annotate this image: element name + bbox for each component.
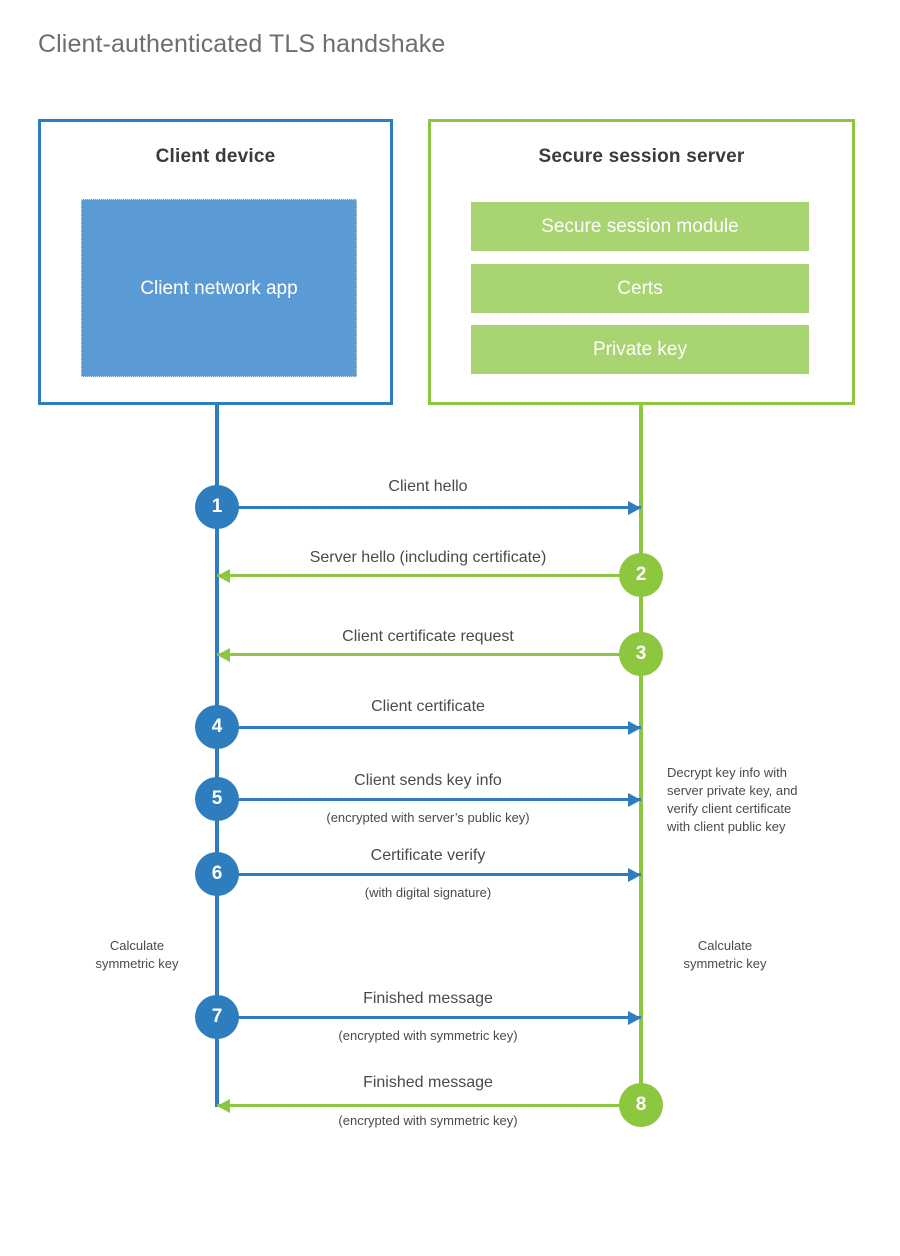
message-2-arrowhead: [217, 569, 230, 583]
actor-box-client-device: Client device Client network app: [38, 119, 393, 405]
page-title: Client-authenticated TLS handshake: [38, 30, 446, 58]
actor-box-secure-session-server: Secure session server Secure session mod…: [428, 119, 855, 405]
message-4-label: Client certificate: [371, 698, 485, 715]
note-server-calculate-symmetric-key: Calculate symmetric key: [683, 938, 767, 971]
step-circle-8[interactable]: 8: [619, 1083, 663, 1127]
message-5-arrowhead: [628, 793, 641, 807]
message-6-label: Certificate verify: [370, 847, 486, 864]
step-circle-2[interactable]: 2: [619, 553, 663, 597]
message-3-label: Client certificate request: [342, 628, 514, 645]
message-8-sublabel: (encrypted with symmetric key): [338, 1113, 518, 1128]
message-3-line: [217, 653, 641, 656]
message-3-arrowhead: [217, 648, 230, 662]
message-1-arrowhead: [628, 501, 641, 515]
message-8-arrowhead: [217, 1099, 230, 1113]
message-7-arrowhead: [628, 1011, 641, 1025]
server-block-private-key: Private key: [471, 325, 809, 374]
step-circle-3[interactable]: 3: [619, 632, 663, 676]
message-7-sublabel: (encrypted with symmetric key): [338, 1028, 518, 1043]
note-server-decrypt-verify: Decrypt key info with server private key…: [667, 765, 798, 834]
step-circle-1[interactable]: 1: [195, 485, 239, 529]
step-circle-7[interactable]: 7: [195, 995, 239, 1039]
server-block-certs: Certs: [471, 264, 809, 313]
step-circle-6[interactable]: 6: [195, 852, 239, 896]
message-7-line: [217, 1016, 641, 1019]
message-2-label: Server hello (including certificate): [309, 549, 547, 566]
message-8-line: [217, 1104, 641, 1107]
message-6-arrowhead: [628, 868, 641, 882]
step-circle-5[interactable]: 5: [195, 777, 239, 821]
lifeline-server: [639, 405, 643, 1107]
client-device-title: Client device: [155, 146, 276, 167]
server-block-secure-session-module: Secure session module: [471, 202, 809, 251]
message-1-label: Client hello: [388, 478, 468, 495]
message-6-line: [217, 873, 641, 876]
message-5-sublabel: (encrypted with server’s public key): [326, 810, 530, 825]
step-circle-4[interactable]: 4: [195, 705, 239, 749]
message-1-line: [217, 506, 641, 509]
message-5-label: Client sends key info: [354, 772, 502, 789]
note-client-calculate-symmetric-key: Calculate symmetric key: [95, 938, 179, 971]
lifeline-client: [215, 405, 219, 1107]
message-4-arrowhead: [628, 721, 641, 735]
message-6-sublabel: (with digital signature): [364, 885, 492, 900]
client-network-app-block: Client network app: [81, 199, 357, 377]
secure-session-server-title: Secure session server: [538, 146, 745, 167]
message-7-label: Finished message: [363, 990, 493, 1007]
message-5-line: [217, 798, 641, 801]
message-8-label: Finished message: [363, 1074, 493, 1091]
message-2-line: [217, 574, 641, 577]
message-4-line: [217, 726, 641, 729]
